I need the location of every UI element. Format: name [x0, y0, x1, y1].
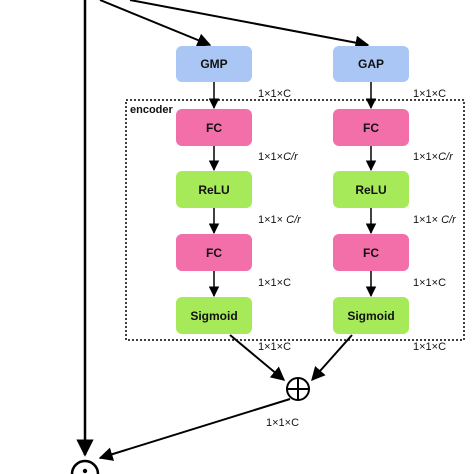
arrow-add-multiply: [98, 398, 291, 461]
sigmoid-right-box: Sigmoid: [333, 297, 409, 334]
dim-right-2-italic: C/r: [438, 151, 453, 163]
gap-box: GAP: [333, 46, 409, 82]
dim-right-3: 1×1× C/r: [413, 214, 456, 226]
dim-right-2-prefix: 1×1×: [413, 151, 439, 163]
dim-left-4: 1×1×C: [258, 277, 292, 289]
multiply-dot: [82, 468, 88, 474]
dim-left-3-italic: C/r: [286, 214, 301, 226]
dim-right-1: 1×1×C: [413, 88, 447, 100]
encoder-label: encoder: [130, 104, 173, 116]
dim-left-5: 1×1×C: [258, 341, 292, 353]
fc1-right-box: FC: [333, 109, 409, 146]
dim-right-5: 1×1×C: [413, 341, 447, 353]
sigmoid-left-box: Sigmoid: [176, 297, 252, 334]
relu-right-box: ReLU: [333, 171, 409, 208]
dim-left-2-prefix: 1×1×: [258, 151, 284, 163]
relu-left-box: ReLU: [176, 171, 252, 208]
input-arrow-left: [99, 0, 212, 47]
multiply-node: [70, 459, 100, 474]
dim-left-3-prefix: 1×1×: [258, 214, 287, 226]
dim-right-2: 1×1×C/r: [413, 151, 453, 163]
dim-left-2-italic: C/r: [283, 151, 298, 163]
dim-left-2: 1×1×C/r: [258, 151, 298, 163]
fc1-left-box: FC: [176, 109, 252, 146]
arrow-sigmoid-left-add: [229, 334, 286, 381]
dim-right-4: 1×1×C: [413, 277, 447, 289]
dim-sum: 1×1×C: [266, 417, 300, 429]
encoder-region: [125, 99, 465, 341]
dim-left-1: 1×1×C: [258, 88, 292, 100]
dim-right-3-italic: C/r: [441, 214, 456, 226]
input-arrow-right: [129, 0, 370, 50]
dim-left-3: 1×1× C/r: [258, 214, 301, 226]
fc2-left-box: FC: [176, 234, 252, 271]
dim-right-3-prefix: 1×1×: [413, 214, 442, 226]
arrow-sigmoid-right-add: [311, 334, 353, 382]
fc2-right-box: FC: [333, 234, 409, 271]
gmp-box: GMP: [176, 46, 252, 82]
